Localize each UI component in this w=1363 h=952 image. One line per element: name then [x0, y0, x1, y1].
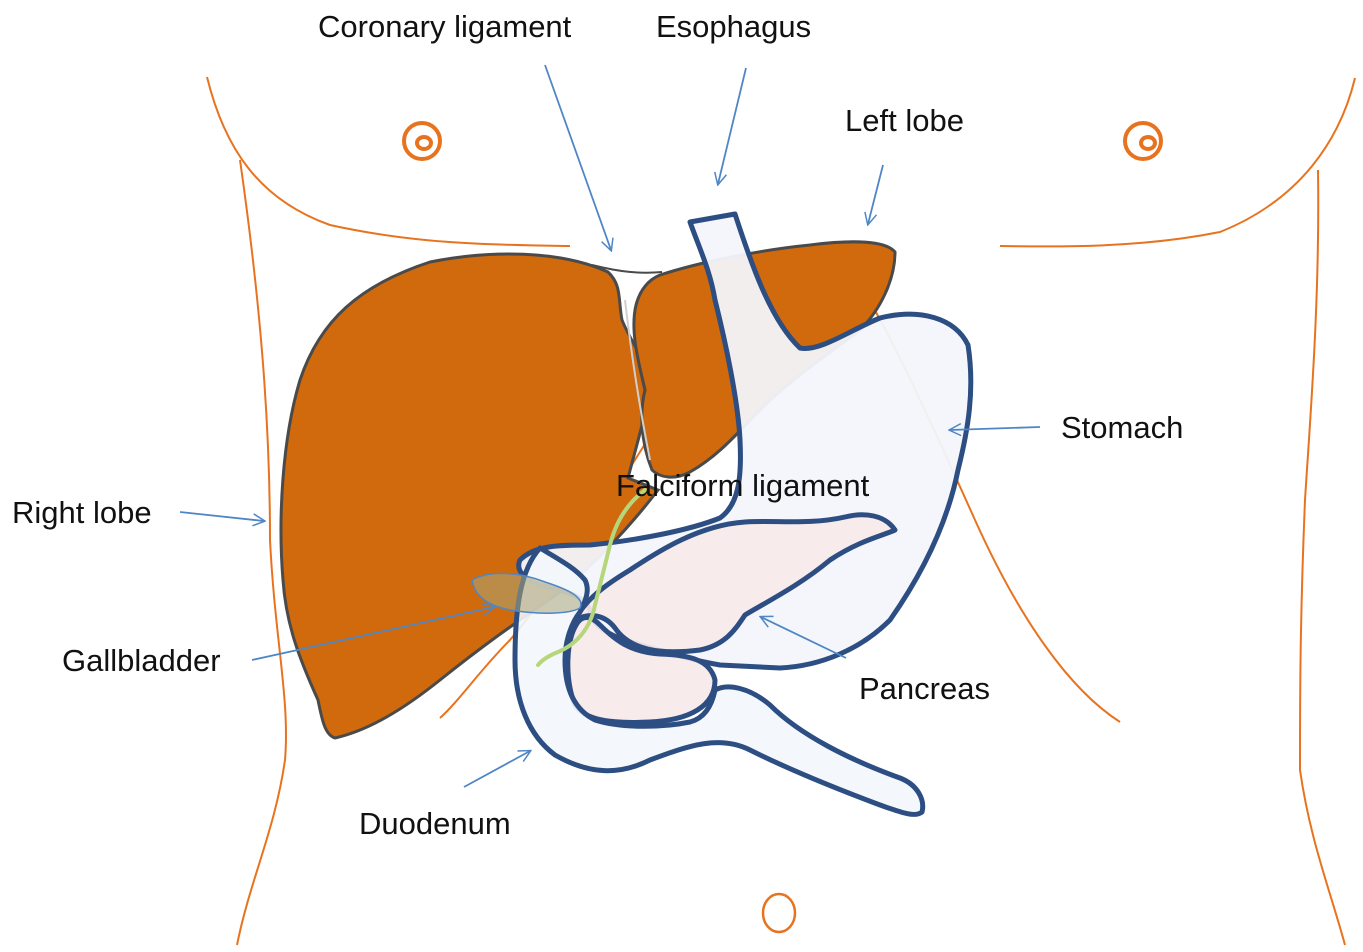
left-torso-line	[237, 160, 286, 945]
duodenum-label: Duodenum	[359, 808, 511, 839]
esophagus-arrow	[718, 68, 746, 184]
right-shoulder-line	[1000, 78, 1355, 246]
right-lobe-arrow	[180, 512, 264, 521]
left-lobe-arrow	[868, 165, 883, 224]
navel	[763, 894, 795, 932]
left-nipple	[1125, 123, 1161, 159]
esophagus-label: Esophagus	[656, 11, 811, 42]
right-lobe-label: Right lobe	[12, 497, 152, 528]
coronary-ligament-arrow	[545, 65, 611, 250]
gallbladder-label: Gallbladder	[62, 645, 221, 676]
coronary-ligament-label: Coronary ligament	[318, 11, 571, 42]
right-torso-line	[1300, 170, 1345, 945]
pancreas-label: Pancreas	[859, 673, 990, 704]
left-lobe-label: Left lobe	[845, 105, 964, 136]
left-shoulder-line	[207, 77, 570, 246]
right-nipple	[404, 123, 440, 159]
falciform-ligament-label: Falciform ligament	[616, 470, 869, 501]
stomach-label: Stomach	[1061, 412, 1183, 443]
duodenum-arrow	[464, 751, 530, 787]
